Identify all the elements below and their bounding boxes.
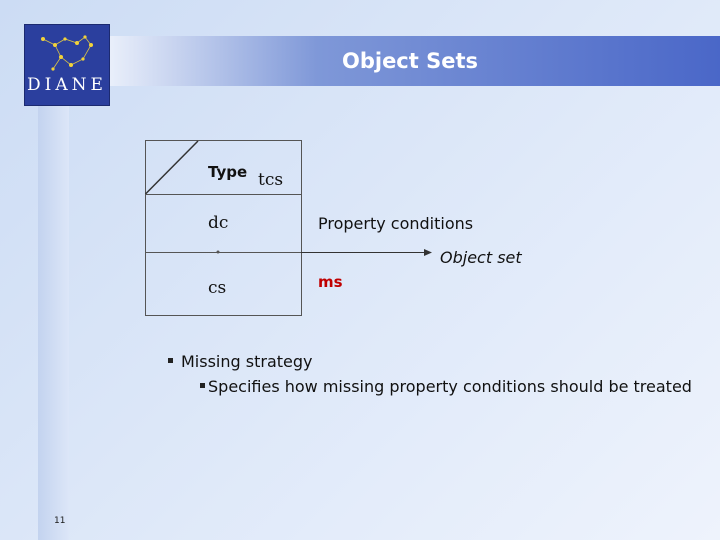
property-conditions-label: Property conditions: [318, 214, 474, 233]
type-label: Type: [208, 163, 248, 181]
sub-bullet-text: Specifies how missing property condition…: [208, 377, 692, 396]
sub-bullet-specifies: Specifies how missing property condition…: [200, 377, 692, 396]
tcs-label: tcs: [258, 170, 284, 190]
bullet-square-icon: [168, 358, 173, 363]
diane-logo: DIANE: [24, 24, 110, 106]
bullet-square-icon: [200, 383, 205, 388]
constellation-icon: [41, 35, 93, 71]
left-decor-bar: [38, 100, 69, 540]
slide-title: Object Sets: [341, 49, 479, 73]
ms-label: ms: [318, 273, 343, 291]
dc-label: dc: [208, 213, 229, 233]
cs-label: cs: [208, 278, 227, 298]
bullet-missing-strategy: Missing strategy: [168, 352, 312, 371]
title-bar: [100, 36, 720, 86]
object-set-label: Object set: [440, 248, 522, 267]
page-number: 11: [54, 516, 66, 526]
logo-text: DIANE: [27, 75, 107, 95]
bullet-text: Missing strategy: [181, 352, 313, 371]
